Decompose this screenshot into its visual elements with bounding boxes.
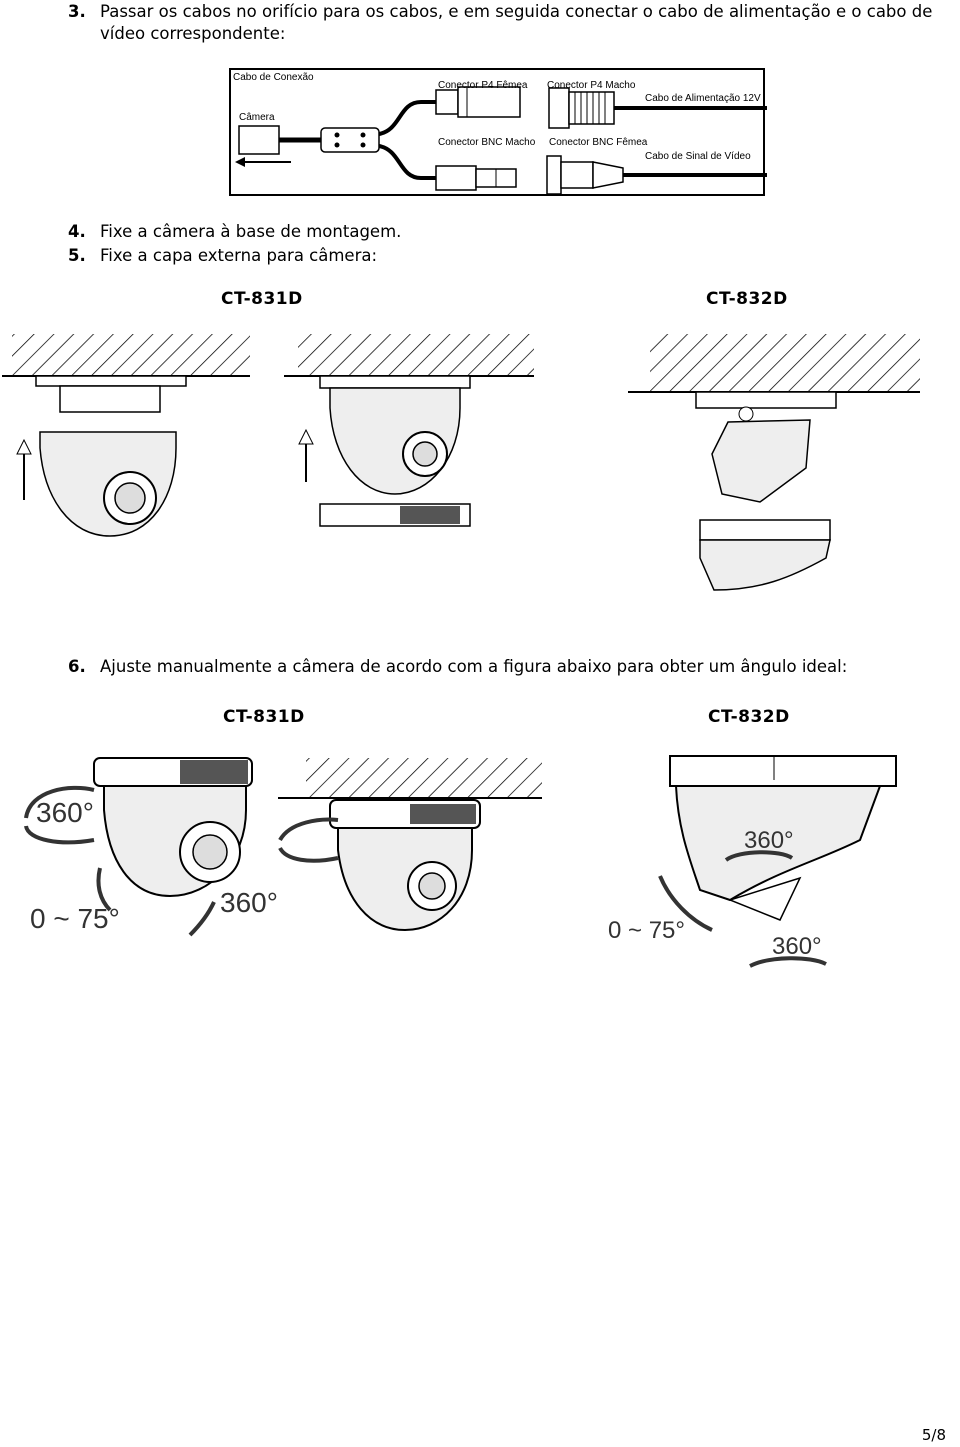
adjustment-illustration: 360° 0 ~ 75° 360° 360° 0 ~ 75° 360° [24, 755, 897, 968]
rotate-angle-label-right: 360° [772, 933, 822, 960]
cable-drawing [235, 86, 767, 195]
label-p4-macho: Conector P4 Macho [547, 80, 636, 91]
rotate-angle-label-left: 360° [220, 887, 278, 918]
step-4: 4. Fixe a câmera à base de montagem. [68, 221, 401, 243]
label-bnc-macho: Conector BNC Macho [438, 137, 536, 148]
step-number: 3. [68, 2, 86, 21]
page-number: 5/8 [921, 1426, 946, 1444]
step-text: vídeo correspondente: [100, 24, 286, 43]
model-label-left-2: CT-831D [223, 707, 305, 727]
model-label-right: CT-832D [706, 289, 788, 309]
step-3: 3. Passar os cabos no orifício para os ca… [68, 1, 932, 23]
tilt-angle-label-right: 0 ~ 75° [608, 917, 685, 944]
label-sinal-video: Cabo de Sinal de Vídeo [645, 151, 751, 162]
step-text: Passar os cabos no orifício para os cabo… [100, 2, 933, 21]
step-5: 5. Fixe a capa externa para câmera: [68, 245, 377, 267]
model-label-right-2: CT-832D [708, 707, 790, 727]
step-text: Fixe a câmera à base de montagem. [100, 222, 402, 241]
step-number: 6. [68, 657, 86, 676]
label-camera: Câmera [239, 112, 275, 123]
label-bnc-femea: Conector BNC Fêmea [549, 137, 648, 148]
step-6: 6. Ajuste manualmente a câmera de acordo … [68, 656, 847, 678]
cable-diagram: Cabo de Conexão Câmera Conector P4 Fêmea… [229, 68, 767, 196]
step-number: 4. [68, 222, 86, 241]
pan-angle-label-right: 360° [744, 827, 794, 854]
label-p4-femea: Conector P4 Fêmea [438, 80, 528, 91]
label-cabo-conexao: Cabo de Conexão [233, 72, 314, 83]
step-text: Fixe a capa externa para câmera: [100, 246, 378, 265]
model-label-left: CT-831D [221, 289, 303, 309]
step-text: Ajuste manualmente a câmera de acordo co… [100, 657, 848, 676]
tilt-angle-label-left: 0 ~ 75° [30, 903, 120, 934]
step-3-continuation: vídeo correspondente: [100, 23, 285, 45]
step-number: 5. [68, 246, 86, 265]
label-alimentacao: Cabo de Alimentação 12V [645, 93, 761, 104]
pan-angle-label-left: 360° [36, 797, 94, 828]
cover-illustration [2, 334, 920, 591]
